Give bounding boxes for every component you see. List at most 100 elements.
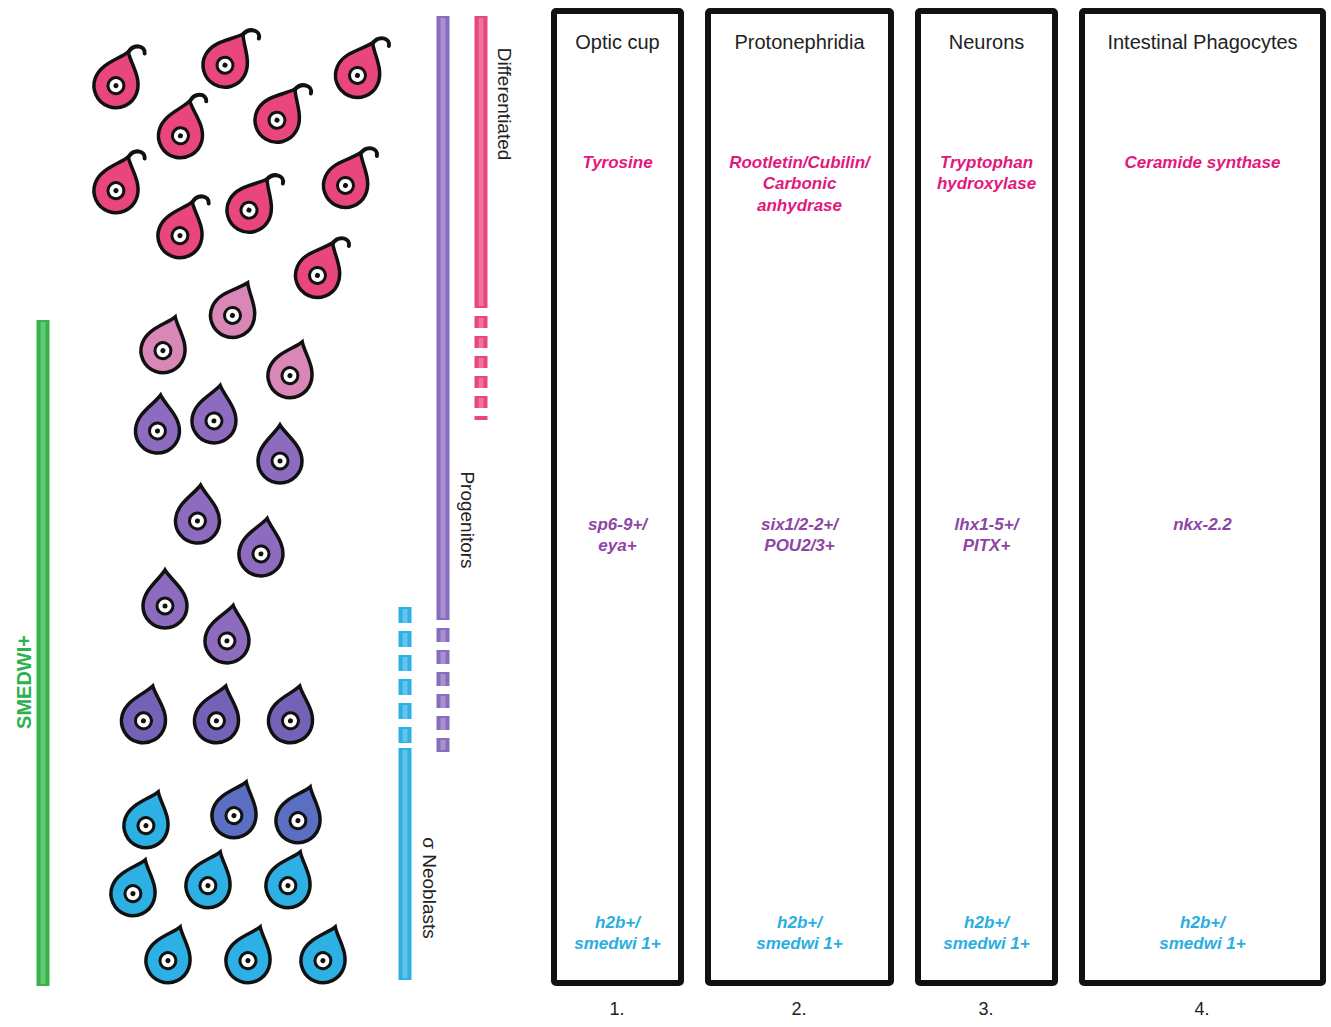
cell-nucleus	[198, 875, 219, 896]
cell-nucleolus	[231, 812, 237, 818]
cell-body	[201, 602, 254, 667]
cell-nucleolus	[195, 518, 200, 523]
cell-nucleus	[136, 815, 157, 836]
range-bar-core	[41, 322, 46, 984]
cell-nucleolus	[113, 82, 119, 88]
cell-type-column: Intestinal PhagocytesCeramide synthasenk…	[1079, 8, 1326, 986]
cell-body	[258, 425, 302, 483]
cell-icon	[220, 919, 281, 989]
cell-icon	[270, 779, 331, 849]
cell-body	[118, 784, 179, 854]
cell-icon	[140, 919, 201, 989]
column-number: 4.	[1194, 1000, 1209, 1020]
cell-body	[174, 483, 223, 545]
cell-icon	[195, 15, 267, 95]
cell-nucleus	[313, 950, 334, 971]
cell-icon	[295, 919, 356, 989]
cell-nucleus	[281, 711, 301, 731]
cell-nucleus	[214, 54, 236, 76]
cell-nucleolus	[245, 957, 251, 963]
cell-body	[143, 570, 187, 628]
cell-type-column: NeuronsTryptophan hydroxylase lhx1-5+/ PI…	[915, 8, 1058, 986]
range-label: Progenitors	[457, 471, 478, 568]
cell-icon	[203, 274, 267, 345]
cell-nucleus	[218, 632, 237, 651]
cell-nucleus	[207, 711, 227, 731]
cell-nucleolus	[177, 133, 183, 139]
cell-body	[206, 774, 267, 844]
cell-icon	[105, 852, 166, 922]
cell-icon	[118, 784, 179, 854]
marker-label: Tryptophan hydroxylase	[927, 152, 1047, 195]
range-label: Differentiated	[494, 48, 515, 161]
cell-icon	[288, 225, 356, 304]
range-bar-core	[441, 630, 446, 750]
range-bar	[37, 320, 50, 986]
marker-label: Rootletin/Cubilin/ Carbonic anhydrase	[720, 152, 880, 216]
column-number: 2.	[791, 1000, 806, 1020]
cell-nucleolus	[274, 117, 281, 124]
column-heading: Protonephridia	[734, 30, 864, 55]
range-label: SMEDWI+	[13, 635, 35, 729]
cell-nucleolus	[143, 822, 149, 828]
cell-icon	[117, 680, 175, 747]
cell-body	[134, 393, 183, 455]
cell-nucleus	[123, 883, 144, 904]
cell-icon	[247, 70, 319, 150]
cell-icon	[316, 135, 384, 214]
range-bar-core	[403, 609, 408, 742]
cell-body	[88, 44, 149, 114]
cell-nucleolus	[224, 638, 230, 644]
cell-nucleolus	[295, 817, 301, 823]
cell-nucleolus	[287, 372, 293, 378]
cell-nucleolus	[314, 272, 321, 279]
cell-nucleus	[205, 412, 224, 431]
cell-nucleolus	[211, 418, 217, 424]
cell-body	[328, 34, 392, 105]
range-bar-core	[403, 750, 408, 978]
cell-body	[295, 919, 356, 989]
cell-icon	[143, 570, 187, 628]
cell-nucleus	[171, 126, 191, 146]
range-bar-core	[479, 18, 484, 306]
marker-label: h2b+/ smedwi 1+	[568, 912, 668, 955]
cell-icon	[219, 160, 291, 240]
range-bar-core	[479, 318, 484, 418]
cell-icon	[180, 844, 241, 914]
cell-nucleus	[272, 453, 288, 469]
cell-nucleolus	[113, 187, 119, 193]
cell-icon	[235, 515, 288, 580]
marker-label: nkx-2.2	[1173, 514, 1232, 535]
cell-body	[135, 309, 196, 379]
column-heading: Intestinal Phagocytes	[1107, 30, 1297, 55]
cell-nucleus	[170, 225, 191, 246]
cell-icon	[262, 334, 323, 404]
column-heading: Neurons	[949, 30, 1025, 55]
marker-label: h2b+/ smedwi 1+	[750, 912, 850, 955]
cell-nucleolus	[165, 957, 171, 963]
cell-nucleolus	[278, 459, 283, 464]
marker-label: lhx1-5+/ PITX+	[939, 514, 1034, 557]
cell-icon	[88, 141, 152, 219]
cell-nucleolus	[130, 890, 136, 896]
range-bar	[437, 16, 450, 620]
cell-nucleus	[266, 109, 288, 131]
cell-nucleus	[157, 598, 173, 614]
cell-nucleus	[280, 365, 301, 386]
range-bar-core	[441, 18, 446, 618]
cell-nucleus	[222, 305, 243, 326]
cell-body	[190, 680, 248, 747]
marker-label: Tyrosine	[582, 152, 652, 173]
cell-icon	[152, 186, 216, 264]
cell-body	[262, 334, 323, 404]
cell-nucleus	[238, 950, 259, 971]
range-bar	[399, 748, 412, 980]
cell-type-column: ProtonephridiaRootletin/Cubilin/ Carboni…	[705, 8, 894, 986]
cell-nucleus	[134, 711, 154, 731]
cell-icon	[201, 602, 254, 667]
cell-body	[270, 779, 331, 849]
cell-nucleolus	[354, 72, 361, 79]
range-label: σ Neoblasts	[419, 837, 440, 939]
column-number: 1.	[609, 1000, 624, 1020]
